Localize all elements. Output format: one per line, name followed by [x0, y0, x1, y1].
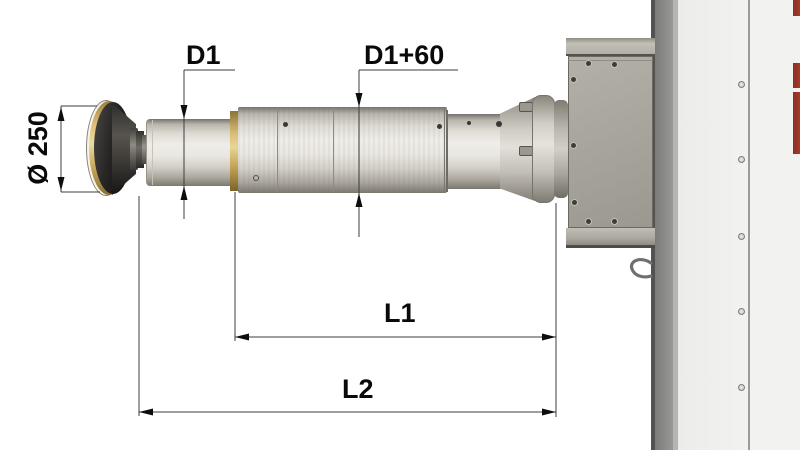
- mounting-neck: [447, 114, 501, 189]
- bolt-dot: [437, 124, 442, 129]
- headstock-bottom-plate: [566, 228, 655, 248]
- headstock-face: [568, 56, 653, 228]
- small-port-ring: [253, 175, 259, 181]
- arrowhead: [180, 186, 188, 200]
- box-screw: [586, 219, 591, 224]
- panel-screw: [738, 233, 745, 240]
- bolt-dot: [467, 121, 471, 125]
- oil-port-dot: [283, 122, 288, 127]
- shaft-collar: [136, 131, 144, 168]
- red-stripe: [793, 92, 800, 154]
- housing-seam: [333, 108, 334, 192]
- quill-nose-cylinder: [146, 119, 231, 186]
- arrowhead: [542, 333, 556, 341]
- housing-seam: [277, 108, 278, 192]
- panel-screw: [738, 308, 745, 315]
- housing-end-edge: [444, 107, 445, 193]
- headstock-top-plate: [566, 38, 655, 56]
- label-l2: L2: [342, 374, 374, 404]
- panel-seam: [748, 0, 750, 450]
- label-d1: D1: [186, 40, 221, 70]
- flange-stud: [519, 102, 533, 112]
- bolt-dot: [496, 121, 502, 127]
- arrowhead: [542, 408, 556, 416]
- arrowhead: [235, 333, 249, 341]
- panel-screw: [738, 156, 745, 163]
- box-screw: [612, 219, 617, 224]
- red-stripe: [793, 0, 800, 16]
- label-l1: L1: [384, 298, 416, 328]
- spindle-housing-cylinder: [238, 107, 447, 193]
- box-screw: [572, 200, 577, 205]
- arrowhead: [57, 177, 65, 191]
- box-screw: [571, 77, 576, 82]
- panel-screw: [738, 384, 745, 391]
- box-screw: [612, 62, 617, 67]
- quill-end-line: [152, 120, 153, 185]
- label-d1-plus-60: D1+60: [364, 40, 445, 70]
- machine-column-band: [655, 0, 673, 450]
- arrowhead: [355, 193, 363, 207]
- arrowhead: [57, 107, 65, 121]
- box-screw: [571, 143, 576, 148]
- headstock-face-seam: [568, 60, 653, 61]
- column-edge-line: [651, 0, 655, 450]
- shaft-collar: [130, 128, 138, 170]
- box-screw: [586, 61, 591, 66]
- machine-side-panel: [678, 0, 800, 450]
- cable-hook-icon: [629, 258, 653, 279]
- flange-spacer: [554, 100, 568, 198]
- mounting-flange: [532, 95, 555, 203]
- neck-edge: [446, 110, 448, 192]
- arrowhead: [355, 93, 363, 107]
- arrowhead: [180, 105, 188, 119]
- flange-stud: [519, 146, 533, 156]
- label-diameter-250: Ø 250: [23, 111, 53, 185]
- shaft-collar: [142, 135, 149, 164]
- panel-screw: [738, 81, 745, 88]
- red-stripe: [793, 63, 800, 88]
- arrowhead: [139, 408, 153, 416]
- column-band-highlight: [673, 0, 678, 450]
